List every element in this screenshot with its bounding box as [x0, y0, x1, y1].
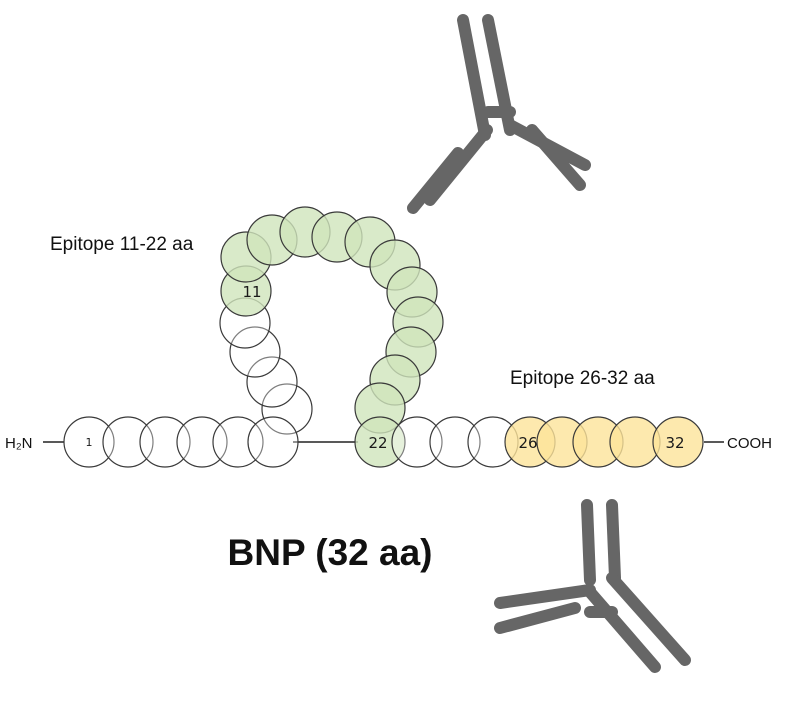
- residue-bead: [261, 383, 313, 435]
- loop-white-beads: [219, 297, 313, 435]
- epitope-26-32-label: Epitope 26-32 aa: [510, 368, 655, 389]
- residue-bead: [229, 326, 281, 378]
- residue-bead: [246, 356, 298, 408]
- residue-bead-22: [354, 416, 406, 468]
- n-terminus-label: H₂N: [5, 435, 33, 452]
- residue-label-22: 22: [368, 434, 387, 452]
- residue-bead: [247, 416, 299, 468]
- residue-bead: [176, 416, 228, 468]
- n-terminal-beads: [63, 416, 299, 468]
- residue-label-1: 1: [86, 436, 93, 449]
- residue-label-11: 11: [242, 283, 261, 301]
- residue-bead-1: [63, 416, 115, 468]
- residue-bead: [429, 416, 481, 468]
- c-terminus-label: COOH: [727, 435, 772, 452]
- residue-bead: [391, 416, 443, 468]
- residue-bead: [212, 416, 264, 468]
- residue-bead-32: [652, 416, 704, 468]
- epitope-11-22-label: Epitope 11-22 aa: [50, 234, 194, 255]
- antibody-bottom-icon: [494, 499, 691, 673]
- residue-bead: [102, 416, 154, 468]
- epitope-b-beads: [504, 416, 704, 468]
- epitope-a-beads: [220, 206, 444, 468]
- middle-beads: [391, 416, 519, 468]
- diagram-title: BNP (32 aa): [228, 532, 433, 573]
- residue-label-26: 26: [518, 434, 537, 452]
- residue-label-32: 32: [665, 434, 684, 452]
- antibody-top-icon: [407, 14, 591, 214]
- residue-bead: [139, 416, 191, 468]
